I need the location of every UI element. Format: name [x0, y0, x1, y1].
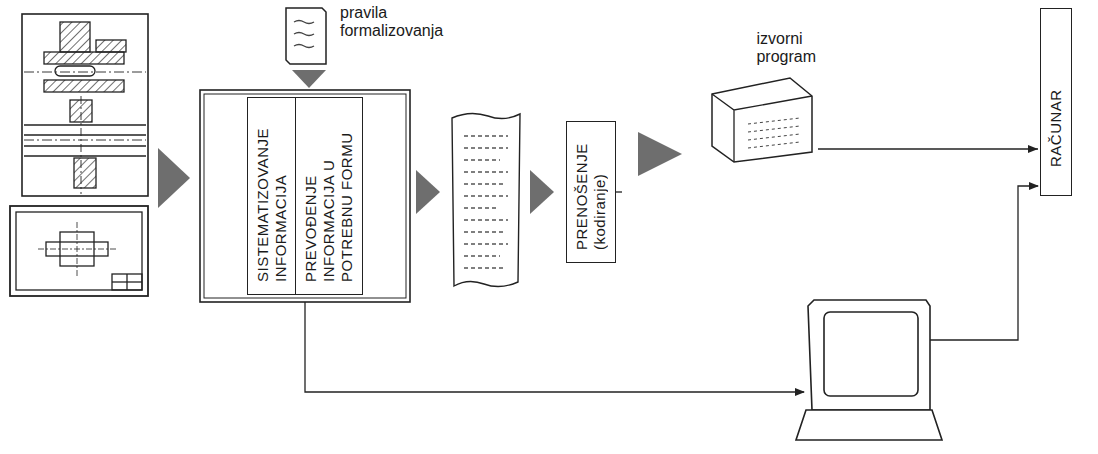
box-label: SISTEMATIZOVANJE INFORMACIJA [254, 106, 290, 282]
device-label: izvorni program [756, 30, 816, 66]
paper-listing [452, 113, 520, 286]
flow-arrow [158, 148, 190, 208]
process-frame-inner [204, 94, 406, 298]
box-label: RAČUNAR [1047, 17, 1065, 167]
process-frame [200, 90, 410, 302]
drawing-sheet [10, 206, 148, 296]
flow-connector [818, 145, 1038, 153]
mechanical-drawing [22, 14, 148, 196]
box-label: PRENOŠENJE (kodiranje) [573, 130, 609, 250]
process-box: PRENOŠENJE (kodiranje) [566, 121, 616, 263]
rule-document: pravila formalizovanja [282, 4, 443, 68]
flow-line [305, 302, 804, 392]
flow-line [930, 186, 1038, 340]
flow-arrow [416, 170, 440, 214]
terminal [796, 300, 942, 440]
flow-connector [616, 132, 682, 192]
document-label: pravila formalizovanja [340, 4, 443, 40]
process-box: SISTEMATIZOVANJE INFORMACIJA [247, 97, 297, 295]
document-icon [282, 4, 330, 68]
computer-box: RAČUNAR [1040, 8, 1072, 196]
card-punch-icon [704, 74, 816, 164]
box-label: PREVOĐENJE INFORMACIJA U POTREBNU FORMU [302, 106, 356, 282]
card-punch-device: izvorni program [704, 30, 816, 164]
flow-arrow [292, 70, 326, 88]
flow-arrow [530, 170, 554, 214]
process-box: PREVOĐENJE INFORMACIJA U POTREBNU FORMU [295, 97, 363, 295]
